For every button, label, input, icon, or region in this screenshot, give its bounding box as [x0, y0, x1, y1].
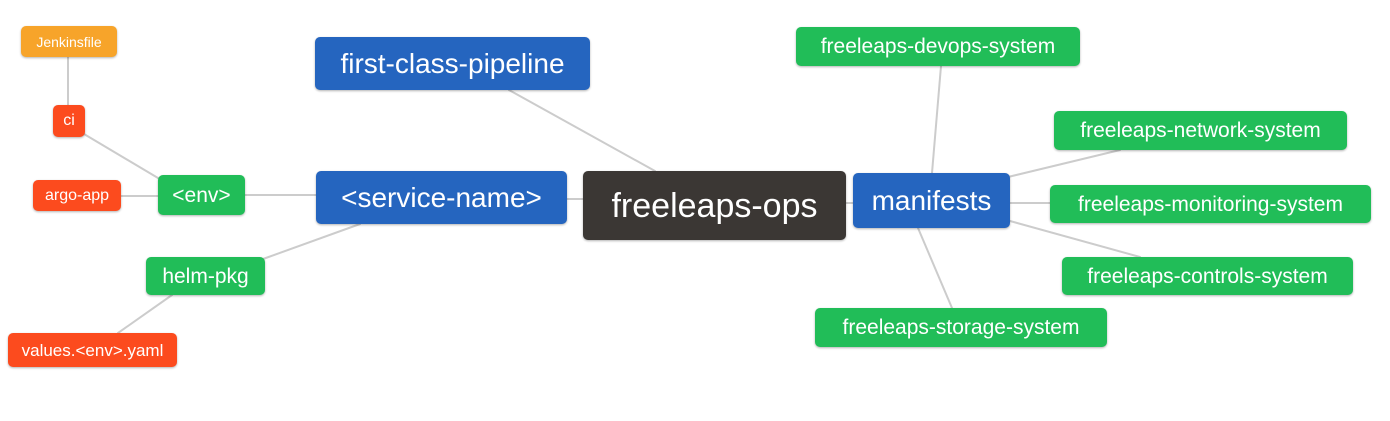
- edge-helm-pkg-service-name: [262, 223, 361, 260]
- edge-ci-env: [83, 133, 159, 179]
- node-freeleaps-devops-system[interactable]: freeleaps-devops-system: [796, 27, 1080, 66]
- edge-manifests-devops: [931, 65, 942, 174]
- node-manifests[interactable]: manifests: [853, 173, 1010, 228]
- node-ci[interactable]: ci: [53, 105, 85, 137]
- node-freeleaps-storage-system[interactable]: freeleaps-storage-system: [815, 308, 1107, 347]
- edge-manifests-network: [1007, 149, 1121, 178]
- node-values-env-yaml[interactable]: values.<env>.yaml: [8, 333, 177, 367]
- edge-pipeline-root: [508, 89, 656, 172]
- node-jenkinsfile[interactable]: Jenkinsfile: [21, 26, 117, 57]
- node-env[interactable]: <env>: [158, 175, 245, 215]
- edge-helm-pkg-values: [117, 294, 173, 334]
- edge-manifests-controls: [1009, 220, 1141, 258]
- node-freeleaps-monitoring-system[interactable]: freeleaps-monitoring-system: [1050, 185, 1371, 223]
- node-argo-app[interactable]: argo-app: [33, 180, 121, 211]
- edge-manifests-storage: [917, 227, 953, 309]
- node-service-name[interactable]: <service-name>: [316, 171, 567, 224]
- node-freeleaps-controls-system[interactable]: freeleaps-controls-system: [1062, 257, 1353, 295]
- node-helm-pkg[interactable]: helm-pkg: [146, 257, 265, 295]
- node-freeleaps-network-system[interactable]: freeleaps-network-system: [1054, 111, 1347, 150]
- node-freeleaps-ops-root[interactable]: freeleaps-ops: [583, 171, 846, 240]
- node-first-class-pipeline[interactable]: first-class-pipeline: [315, 37, 590, 90]
